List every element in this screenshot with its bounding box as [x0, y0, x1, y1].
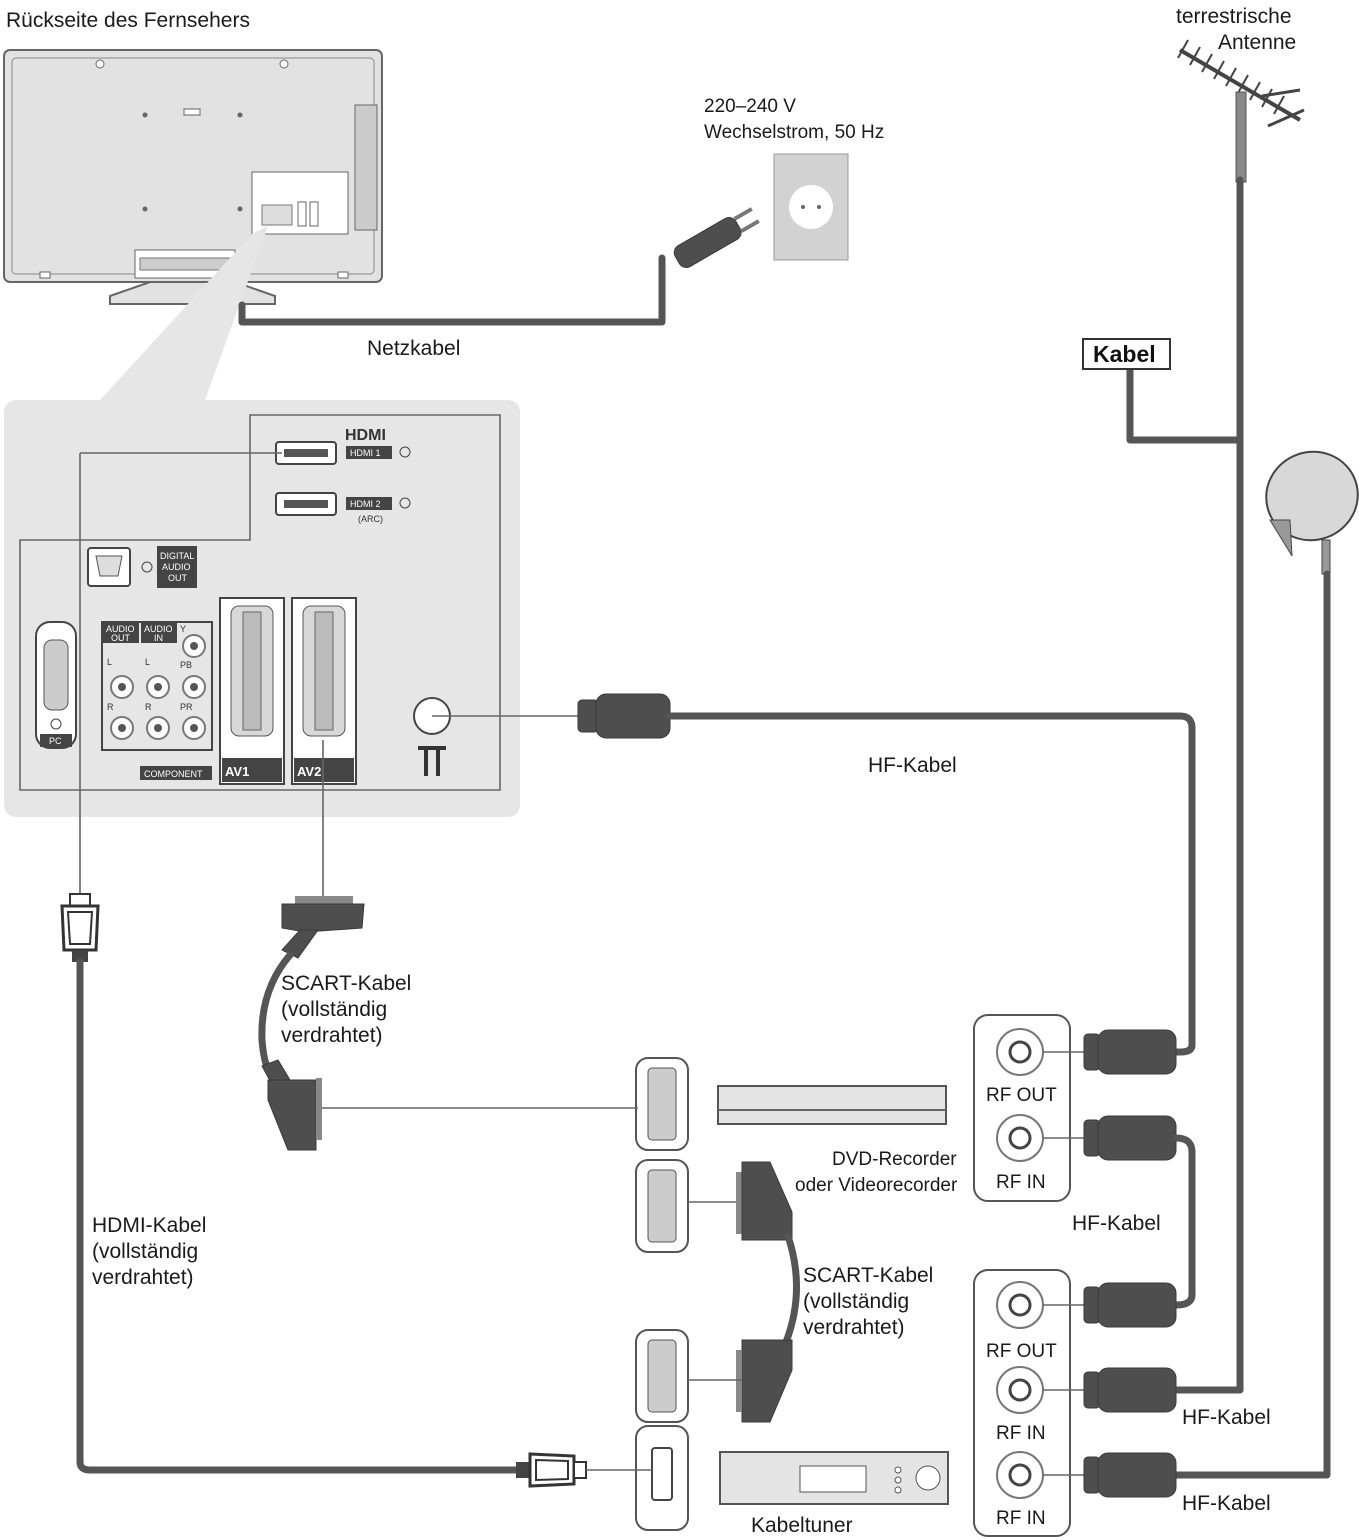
tuner-rf-out-label: RF OUT [986, 1341, 1057, 1362]
rf-cable-mid [1172, 1134, 1196, 1309]
power-section: 220–240 V Wechselstrom, 50 Hz Netzkabel [238, 96, 884, 360]
hdmi-cable: HDMI-Kabel (vollständig verdrahtet) [60, 452, 652, 1488]
antenna-cable [1166, 176, 1244, 1394]
rf-plug-icon [1083, 1029, 1177, 1075]
tv-back-label: Rückseite des Fernsehers [6, 9, 250, 32]
cable-tuner: Kabeltuner RF OUT RF IN RF IN HF-Kabel H… [635, 1269, 1271, 1537]
rf-plug-icon [1083, 1115, 1177, 1161]
antenna-icon [1177, 39, 1305, 183]
zoom-wedge [100, 226, 268, 400]
hdmi-plug-icon [516, 1452, 587, 1488]
power-cable-label: Netzkabel [367, 337, 460, 360]
mains-voltage-label: 220–240 V [704, 96, 796, 117]
rf-plug-icon [1083, 1452, 1177, 1498]
av2-label: AV2 [297, 764, 321, 779]
component-pr-label: PR [180, 702, 193, 712]
rf-cable-top: HF-Kabel [432, 693, 1196, 1056]
audio-out-label-2: OUT [111, 633, 131, 643]
audio-in-label-2: IN [154, 633, 163, 643]
scart2-label-3: verdrahtet) [803, 1316, 905, 1339]
signal-sources: Kabel terrestrische Antenne [1082, 5, 1359, 1479]
cable-source-label: Kabel [1093, 341, 1156, 367]
antenna-label-2: Antenne [1218, 31, 1296, 54]
scart-plug-icon [736, 1161, 793, 1241]
rf-cable-top-label: HF-Kabel [868, 754, 957, 777]
audio-out-right-label: R [107, 702, 114, 712]
dvd-label-2: oder Videorecorder [795, 1175, 958, 1196]
scart-plug-icon [281, 896, 365, 959]
scart-cable-1: SCART-Kabel (vollständig verdrahtet) [258, 740, 638, 1151]
scart-plug-icon [261, 1059, 322, 1151]
satellite-dish-icon [1265, 450, 1359, 575]
scart1-label-2: (vollständig [281, 998, 387, 1021]
hdmi-cable-label-3: verdrahtet) [92, 1266, 194, 1289]
hdmi-cable-label-2: (vollständig [92, 1240, 198, 1263]
component-pb-label: PB [180, 660, 192, 670]
arc-label: (ARC) [358, 514, 383, 524]
hdmi-cable-label-1: HDMI-Kabel [92, 1214, 206, 1237]
rf-cable-mid-label: HF-Kabel [1072, 1212, 1161, 1235]
av1-label: AV1 [225, 764, 249, 779]
audio-out-label-1: AUDIO [106, 624, 135, 634]
rf-plug-icon [1083, 1367, 1177, 1413]
rf-cable-ant-label: HF-Kabel [1182, 1406, 1271, 1429]
dvd-rf-out-label: RF OUT [986, 1085, 1057, 1106]
mains-frequency-label: Wechselstrom, 50 Hz [704, 122, 884, 143]
antenna-label-1: terrestrische [1176, 5, 1292, 28]
audio-in-label-1: AUDIO [144, 624, 173, 634]
rf-cable-sat-label: HF-Kabel [1182, 1492, 1271, 1515]
dvd-recorder: RF OUT RF IN DVD-Recorder oder Videoreco… [635, 1014, 1177, 1253]
hdmi1-label: HDMI 1 [350, 448, 381, 458]
scart-cable-2: SCART-Kabel (vollständig verdrahtet) [688, 1161, 933, 1423]
audio-in-left-label: L [145, 657, 150, 667]
component-label: COMPONENT [144, 769, 203, 779]
hdmi-logo: HDMI [345, 427, 386, 444]
scart2-label-1: SCART-Kabel [803, 1264, 933, 1287]
tv-terminal-panel: HDMI HDMI 1 HDMI 2 (ARC) DIGITAL AUDIO O… [4, 400, 520, 817]
pc-label: PC [49, 736, 62, 746]
dvd-label-1: DVD-Recorder [832, 1149, 957, 1170]
tuner-rf-in-label-2: RF IN [996, 1508, 1046, 1529]
power-cable [238, 254, 666, 326]
scart2-label-2: (vollständig [803, 1290, 909, 1313]
cable-feed [1126, 366, 1244, 444]
audio-in-right-label: R [145, 702, 152, 712]
rf-plug-icon [577, 693, 671, 739]
tv-back: Rückseite des Fernsehers [3, 9, 383, 305]
audio-out-left-label: L [107, 657, 112, 667]
power-plug-icon [673, 207, 760, 268]
satellite-cable [1166, 570, 1331, 1479]
dvd-rf-in-label: RF IN [996, 1172, 1046, 1193]
antenna-symbol-icon [418, 746, 446, 776]
digital-label-3: OUT [168, 573, 188, 583]
component-y-label: Y [180, 624, 186, 634]
rf-plug-icon [1083, 1282, 1177, 1328]
tuner-rf-in-label-1: RF IN [996, 1423, 1046, 1444]
scart-plug-icon [736, 1339, 793, 1423]
hdmi2-label: HDMI 2 [350, 499, 381, 509]
scart1-label-1: SCART-Kabel [281, 972, 411, 995]
cable-source-box [1082, 338, 1171, 370]
digital-label-1: DIGITAL [160, 551, 194, 561]
scart1-label-3: verdrahtet) [281, 1024, 383, 1047]
tuner-label: Kabeltuner [751, 1514, 853, 1537]
hdmi-plug-icon [60, 893, 100, 962]
digital-label-2: AUDIO [162, 562, 191, 572]
